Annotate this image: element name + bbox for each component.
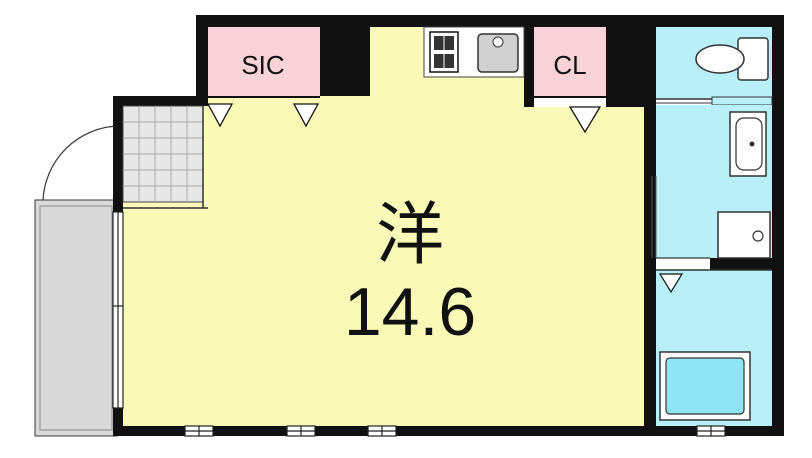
cl-label: CL bbox=[553, 50, 586, 80]
window-icon bbox=[112, 211, 726, 437]
bathtub-icon bbox=[659, 351, 751, 421]
sic-closet bbox=[206, 27, 320, 128]
room-type-label: 洋 bbox=[376, 197, 444, 273]
bathroom bbox=[656, 269, 772, 426]
toilet-room bbox=[656, 27, 773, 106]
kitchen-sink-icon bbox=[477, 33, 519, 73]
main-room bbox=[123, 27, 644, 426]
cl-closet bbox=[534, 27, 606, 134]
entrance-tile bbox=[122, 105, 208, 209]
washer-drain-icon bbox=[717, 211, 771, 259]
stove-icon bbox=[429, 31, 459, 73]
room-size-label: 14.6 bbox=[344, 274, 476, 350]
kitchen bbox=[423, 26, 525, 78]
sic-label: SIC bbox=[241, 50, 284, 80]
sink-icon bbox=[729, 111, 767, 177]
door-swing-icon bbox=[42, 125, 119, 201]
balcony bbox=[34, 199, 118, 437]
washroom bbox=[651, 105, 772, 259]
toilet-icon bbox=[695, 37, 769, 81]
